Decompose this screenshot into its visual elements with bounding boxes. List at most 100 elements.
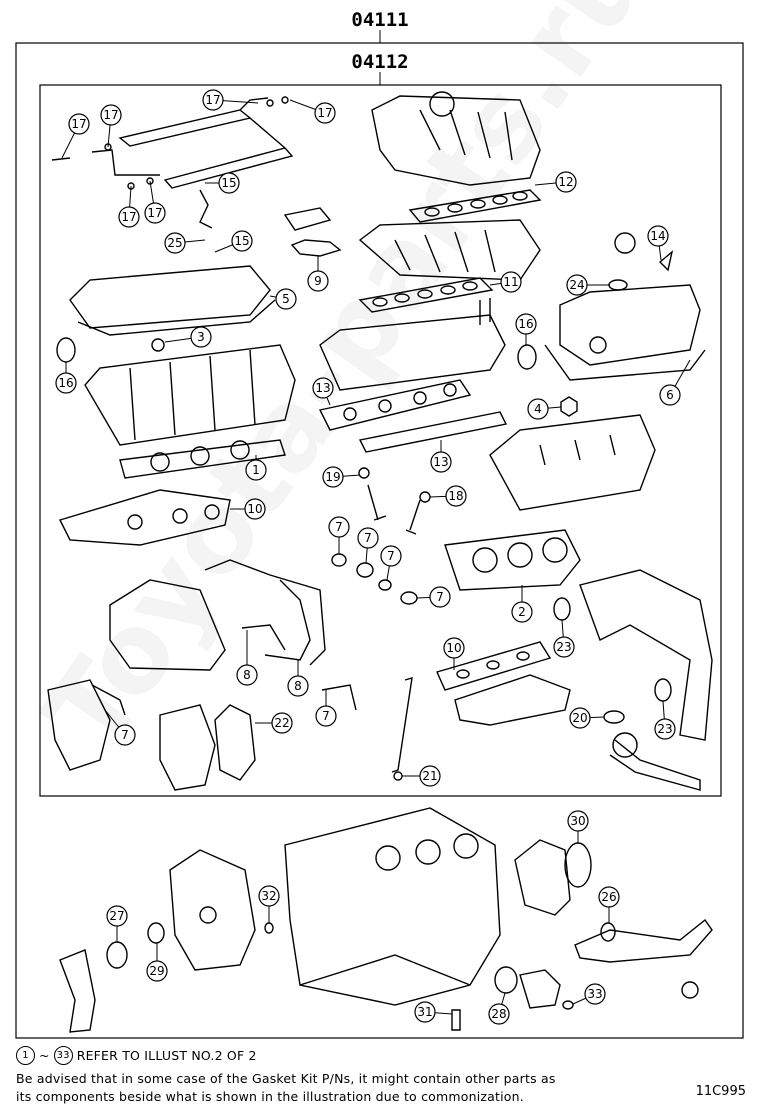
exhaust-manifold-right — [454, 674, 571, 726]
callout-circle — [315, 705, 337, 727]
callout-number: 23 — [556, 640, 571, 654]
callout-circle — [202, 89, 224, 111]
exhaust-pipes — [579, 569, 713, 791]
callout-17: 17 — [144, 180, 166, 224]
callout-circle — [445, 485, 467, 507]
callout-15: 15 — [205, 172, 240, 194]
callout-circle — [380, 545, 402, 567]
gasket-23-upper — [553, 597, 571, 621]
callout-circle — [190, 326, 212, 348]
o-ring-32 — [264, 922, 274, 934]
callout-number: 23 — [657, 722, 672, 736]
right-cylinder-head-cover — [319, 298, 506, 391]
callout-number: 17 — [103, 108, 118, 122]
oil-pump-gasket-22 — [214, 704, 256, 781]
callout-number: 14 — [650, 229, 665, 243]
callout-23: 23 — [654, 700, 676, 740]
right-cylinder-head — [489, 414, 656, 511]
callout-18: 18 — [429, 485, 467, 507]
callout-16: 16 — [515, 313, 537, 345]
left-cylinder-head-cover — [69, 265, 276, 336]
oil-seal-27 — [106, 941, 128, 969]
callout-number: 3 — [197, 330, 205, 344]
callout-number: 10 — [247, 502, 262, 516]
callout-4: 4 — [527, 398, 562, 420]
valves-18-19 — [358, 467, 431, 535]
fuel-delivery-pipes — [51, 96, 294, 229]
callout-7: 7 — [328, 516, 350, 554]
cylinder-head-gasket-2 — [444, 529, 581, 591]
illustration-code: 11C995 — [695, 1084, 746, 1099]
rear-oil-seal-retainer — [514, 839, 571, 916]
callout-30: 30 — [567, 810, 589, 843]
callout-circle — [567, 810, 589, 832]
callout-number: 17 — [147, 206, 162, 220]
callout-26: 26 — [598, 886, 620, 923]
callout-number: 25 — [167, 236, 182, 250]
water-inlet-hose — [59, 949, 96, 1033]
callout-number: 10 — [446, 641, 461, 655]
callout-circle — [100, 104, 122, 126]
gasket-33 — [562, 1000, 574, 1010]
intake-gasket-12 — [408, 189, 542, 223]
kit-number-inner: 04112 — [351, 51, 408, 73]
callout-circle — [584, 983, 606, 1005]
callout-circle — [357, 527, 379, 549]
callout-21: 21 — [402, 765, 441, 787]
callout-number: 2 — [518, 605, 526, 619]
callout-number: 5 — [282, 292, 290, 306]
right-head-cover-and-gasket-6 — [544, 284, 706, 381]
callout-number: 24 — [569, 278, 584, 292]
callout-circle — [555, 171, 577, 193]
callout-circle — [322, 466, 344, 488]
callout-circle — [245, 459, 267, 481]
callout-circle — [244, 498, 266, 520]
callout-number: 9 — [314, 274, 322, 288]
callout-27: 27 — [106, 905, 128, 942]
callout-17: 17 — [61, 113, 90, 159]
callout-number: 30 — [570, 814, 585, 828]
callout-number: 19 — [325, 470, 340, 484]
callout-circle — [144, 202, 166, 224]
callout-circle — [414, 1001, 436, 1023]
callout-number: 22 — [274, 716, 289, 730]
callout-circle — [118, 206, 140, 228]
callout-25: 25 — [164, 232, 206, 254]
callout-number: 16 — [58, 376, 73, 390]
callout-number: 6 — [666, 388, 674, 402]
callout-circle — [218, 172, 240, 194]
o-rings-7 — [331, 553, 418, 605]
callout-15: 15 — [214, 230, 253, 253]
exhaust-manifold-gasket-10-right — [436, 641, 552, 691]
callout-circle — [488, 1003, 510, 1025]
callout-number: 8 — [243, 668, 251, 682]
callout-7: 7 — [357, 527, 379, 564]
callout-circle — [287, 675, 309, 697]
exhaust-gasket-13-lower — [358, 411, 508, 453]
callout-number: 15 — [234, 234, 249, 248]
callout-22: 22 — [255, 712, 293, 734]
callout-number: 7 — [322, 709, 330, 723]
callout-17: 17 — [289, 99, 336, 124]
callout-number: 17 — [71, 117, 86, 131]
callout-32: 32 — [258, 885, 280, 923]
ref-text: REFER TO ILLUST NO.2 OF 2 — [76, 1048, 257, 1063]
kit-number-outer: 04111 — [351, 9, 408, 31]
callout-5: 5 — [269, 288, 297, 310]
callout-number: 17 — [317, 106, 332, 120]
callout-17: 17 — [202, 89, 259, 111]
callout-circle — [106, 905, 128, 927]
callout-20: 20 — [569, 707, 605, 729]
callout-circle — [231, 230, 253, 252]
gasket-24 — [608, 279, 628, 291]
callout-10: 10 — [443, 637, 465, 670]
callout-circle — [236, 664, 258, 686]
callout-11: 11 — [489, 271, 522, 293]
gasket-23-lower — [654, 678, 672, 702]
ref-end-circle: 33 — [53, 1046, 73, 1065]
callout-7: 7 — [315, 690, 337, 727]
cylinder-head-gasket-1 — [119, 439, 286, 479]
callout-number: 17 — [205, 93, 220, 107]
